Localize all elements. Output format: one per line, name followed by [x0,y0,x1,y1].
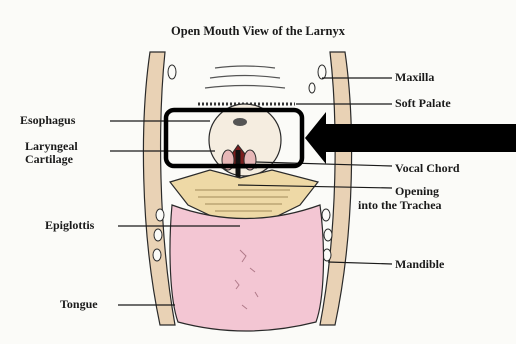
label-soft-palate: Soft Palate [395,97,451,110]
palate-ridges [205,66,285,88]
label-opening: Opening [395,185,439,198]
label-epiglottis: Epiglottis [45,219,94,232]
label-cartilage: Cartilage [25,153,73,166]
label-maxilla: Maxilla [395,71,434,84]
label-mandible: Mandible [395,258,444,271]
left-jaw [143,52,175,325]
diagram-title: Open Mouth View of the Larnyx [0,24,516,39]
label-vocal-chord: Vocal Chord [395,162,460,175]
label-into-trachea: into the Trachea [358,199,442,212]
tongue [170,205,323,331]
right-jaw [320,52,352,325]
label-esophagus: Esophagus [20,114,75,127]
label-tongue: Tongue [60,298,98,311]
uvula [233,118,247,126]
